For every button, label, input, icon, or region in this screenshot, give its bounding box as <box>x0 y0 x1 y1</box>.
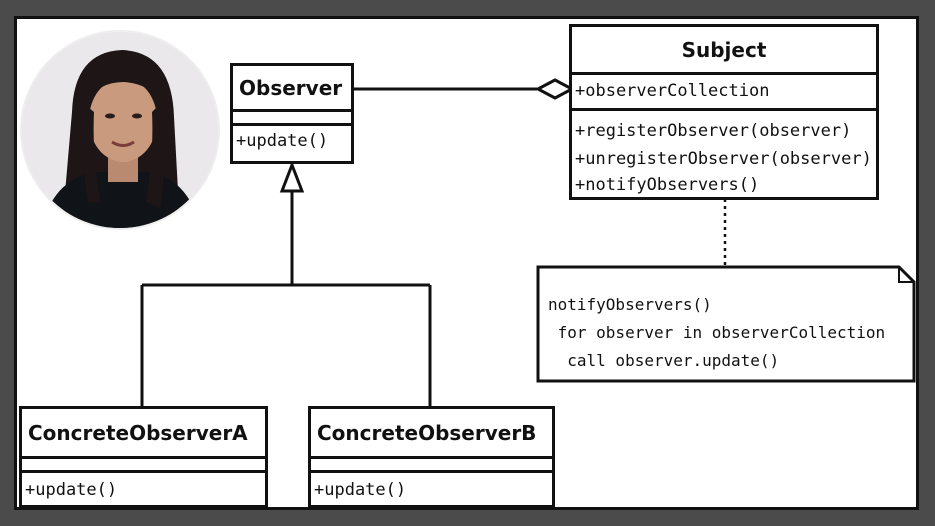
methods-section: +registerObserver(observer) +unregisterO… <box>572 111 876 199</box>
note-line: call observer.update() <box>548 351 780 370</box>
concrete-observer-a-class: ConcreteObserverA +update() <box>19 406 268 507</box>
concrete-a-name: ConcreteObserverA <box>28 420 248 445</box>
presenter-webcam-avatar <box>22 32 218 228</box>
method: +update() <box>25 480 118 500</box>
methods-section: +update() <box>311 473 552 501</box>
note-line: notifyObservers() <box>548 295 712 314</box>
concrete-b-name: ConcreteObserverB <box>317 420 537 445</box>
method: +registerObserver(observer) <box>575 121 852 141</box>
observer-class: Observer +update() <box>230 63 354 164</box>
note-fold <box>898 267 914 283</box>
concrete-observer-b-class: ConcreteObserverB +update() <box>308 406 555 507</box>
methods-section: +update() <box>233 126 351 152</box>
note-text: notifyObservers() for observer in observ… <box>548 291 885 375</box>
presenter-silhouette-icon <box>22 32 218 228</box>
note-box: notifyObservers() for observer in observ… <box>538 267 914 381</box>
uml-slide: Observer +update() Subject +observerColl… <box>14 16 919 510</box>
class-name: ConcreteObserverA <box>22 409 265 459</box>
attributes-section <box>233 112 351 126</box>
attributes-section <box>22 459 265 473</box>
note-line: for observer in observerCollection <box>548 323 886 342</box>
class-name: ConcreteObserverB <box>311 409 552 459</box>
class-name: Observer <box>233 66 351 112</box>
connector-layer <box>140 78 916 406</box>
class-name: Subject <box>572 27 876 75</box>
methods-section: +update() <box>22 473 265 501</box>
attributes-section <box>311 459 552 473</box>
method: +update() <box>314 480 407 500</box>
method: +update() <box>236 131 329 151</box>
subject-name: Subject <box>681 37 767 62</box>
note-outline <box>536 265 916 383</box>
inheritance-arrowhead <box>279 160 305 193</box>
subject-class: Subject +observerCollection +registerObs… <box>569 24 879 200</box>
method: +notifyObservers() <box>575 175 760 195</box>
aggregation-diamond <box>534 78 576 100</box>
method: +unregisterObserver(observer) <box>575 149 872 169</box>
attributes-section: +observerCollection <box>572 75 876 111</box>
attribute: +observerCollection <box>575 81 770 101</box>
observer-name: Observer <box>239 75 343 100</box>
